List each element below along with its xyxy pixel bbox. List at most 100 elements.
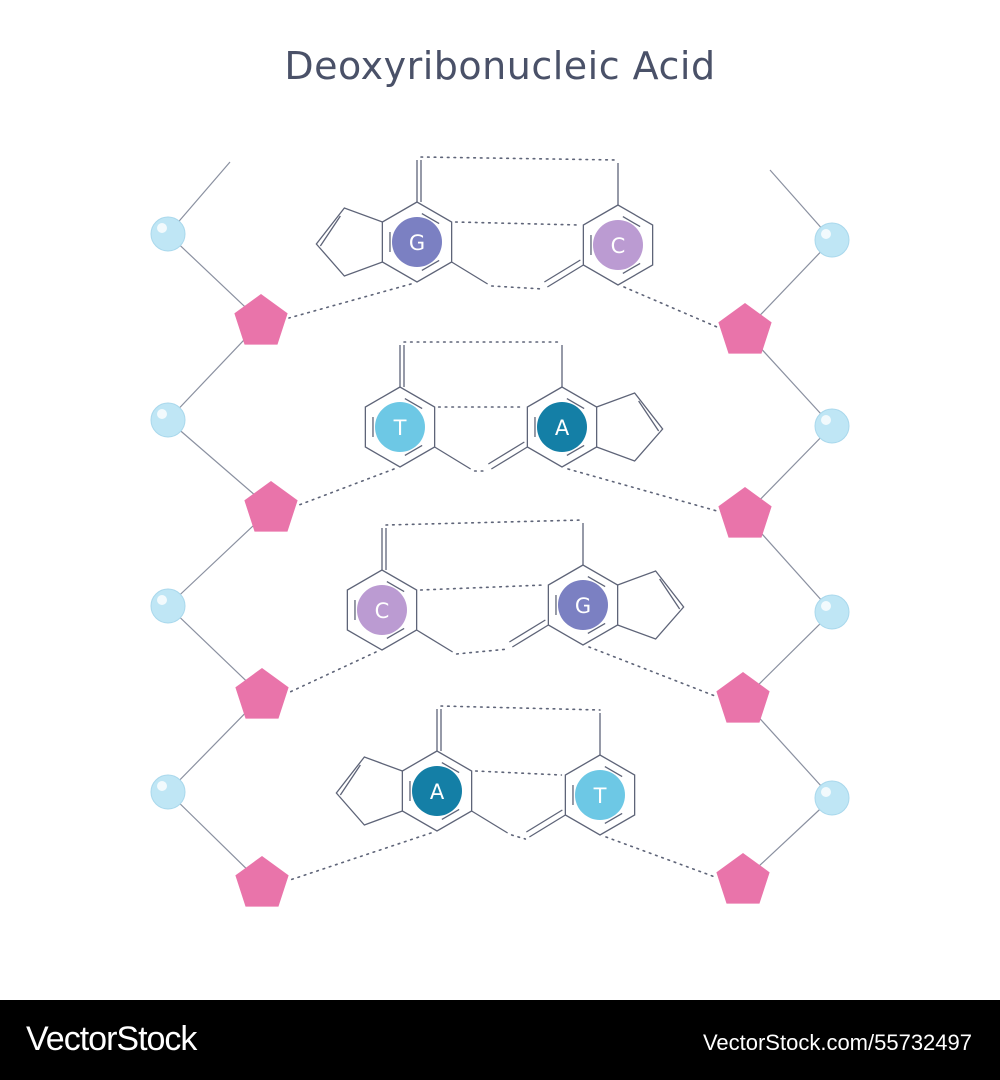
phosphate-sphere-right-4 xyxy=(814,780,850,816)
base-g-label: G xyxy=(575,594,591,618)
substituent-bond xyxy=(529,814,566,838)
phosphate-sphere-left-1 xyxy=(150,216,186,252)
hydrogen-bond xyxy=(385,519,584,526)
substituent-bond xyxy=(451,261,488,285)
sugar-pentagon-right-3 xyxy=(716,672,770,723)
double-bond xyxy=(638,400,660,432)
substituent-bond xyxy=(544,259,581,283)
pentagon-ring xyxy=(617,570,685,640)
base-a-circle xyxy=(412,766,462,816)
base-t-label: T xyxy=(593,784,607,808)
base-a-label: A xyxy=(555,416,570,440)
sugar-link xyxy=(289,832,432,881)
hexagon-ring xyxy=(582,204,654,286)
base-g-circle xyxy=(558,580,608,630)
hydrogen-bond xyxy=(455,648,510,655)
double-bond xyxy=(604,766,623,778)
phosphate-sphere-left-2 xyxy=(150,402,186,438)
substituent-bond xyxy=(491,446,528,470)
double-bond xyxy=(441,808,460,820)
base-c-circle xyxy=(357,585,407,635)
diagram-title: Deoxyribonucleic Acid xyxy=(284,44,716,88)
sugar-pentagon-left-2 xyxy=(244,481,298,532)
pentagon-ring xyxy=(335,756,403,826)
phosphate-body xyxy=(814,780,850,816)
substituent-bond xyxy=(488,441,525,465)
sugar-link xyxy=(288,283,412,319)
substituent-bond xyxy=(509,619,546,643)
phosphate-highlight xyxy=(821,787,831,797)
phosphate-highlight xyxy=(157,781,167,791)
double-bond xyxy=(604,812,623,824)
double-bond xyxy=(622,216,641,228)
sugar-pentagon-right-1 xyxy=(718,303,772,354)
double-bond xyxy=(587,576,606,588)
footer-bar: VectorStock VectorStock.com/55732497 xyxy=(0,1000,1000,1080)
hydrogen-bond xyxy=(419,584,546,591)
substituent-bond xyxy=(512,624,549,648)
phosphate-sphere-left-3 xyxy=(150,588,186,624)
hexagon-ring xyxy=(564,754,636,836)
phosphate-body xyxy=(814,594,850,630)
pentagon-ring xyxy=(596,392,664,462)
base-c-label: C xyxy=(611,234,626,258)
phosphate-body xyxy=(814,222,850,258)
double-bond xyxy=(386,627,405,639)
hydrogen-bond xyxy=(440,705,601,711)
base-t-label: T xyxy=(393,416,407,440)
phosphate-body xyxy=(150,774,186,810)
phosphate-highlight xyxy=(157,409,167,419)
substituent-bond xyxy=(434,446,471,470)
phosphate-highlight xyxy=(157,223,167,233)
sugar-link xyxy=(623,286,718,328)
double-bond xyxy=(659,578,681,610)
substituent-bond xyxy=(416,629,453,653)
double-bond xyxy=(622,262,641,274)
sugar-link xyxy=(605,836,716,878)
sugar-pentagon-left-1 xyxy=(234,294,288,345)
double-bond xyxy=(421,259,440,271)
base-t-circle xyxy=(575,770,625,820)
hydrogen-bond xyxy=(454,221,581,226)
sugar-pentagon-left-3 xyxy=(235,668,289,719)
phosphate-highlight xyxy=(157,595,167,605)
phosphate-sphere-right-2 xyxy=(814,408,850,444)
double-bond xyxy=(566,398,585,410)
hydrogen-bond xyxy=(474,770,563,776)
sugar-link xyxy=(298,468,395,506)
substituent-bond xyxy=(547,264,584,288)
sugar-link xyxy=(289,651,377,693)
base-a-label: A xyxy=(430,780,445,804)
sugar-pentagon-right-2 xyxy=(718,487,772,538)
sugar-pentagon-right-4 xyxy=(716,853,770,904)
phosphate-body xyxy=(814,408,850,444)
double-bond xyxy=(339,764,361,796)
base-g-circle xyxy=(392,217,442,267)
hexagon-ring xyxy=(364,386,436,468)
phosphate-highlight xyxy=(821,601,831,611)
sugar-pentagon-left-4 xyxy=(235,856,289,907)
phosphate-body xyxy=(150,588,186,624)
base-c-circle xyxy=(593,220,643,270)
double-bond xyxy=(404,444,423,456)
double-bond xyxy=(386,581,405,593)
base-g-label: G xyxy=(409,231,425,255)
phosphate-sphere-right-3 xyxy=(814,594,850,630)
substituent-bond xyxy=(526,809,563,833)
sugar-link xyxy=(567,468,718,512)
hydrogen-bond xyxy=(490,285,545,290)
double-bond xyxy=(421,213,440,225)
base-t-circle xyxy=(375,402,425,452)
stock-url: VectorStock.com/55732497 xyxy=(702,1030,972,1055)
pentagon-ring xyxy=(315,207,383,277)
double-bond xyxy=(441,762,460,774)
double-bond xyxy=(319,215,341,247)
double-bond xyxy=(566,444,585,456)
phosphate-sphere-left-4 xyxy=(150,774,186,810)
phosphate-body xyxy=(150,402,186,438)
